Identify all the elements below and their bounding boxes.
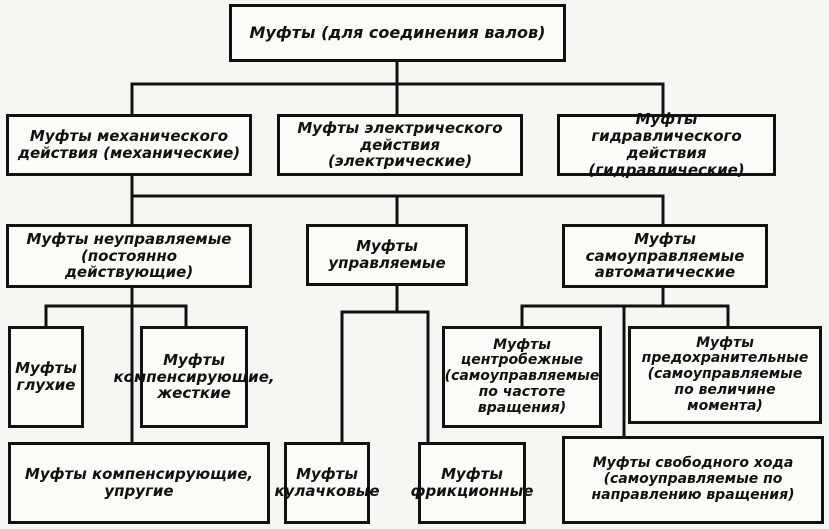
node-hydraulic: Муфты гидравлического действия (гидравли… (557, 111, 776, 178)
node-couplings: Муфты (для соединения валов) (229, 4, 566, 62)
node-centrifugal: Муфты центробежные (самоуправляемые по ч… (442, 326, 602, 428)
node-rigid: Муфты глухие (8, 326, 84, 428)
node-uncontrolled: Муфты неуправляемые (постоянно действующ… (6, 224, 252, 288)
node-compensating-rigid: Муфты компенсирующие, жесткие (113, 326, 275, 428)
node-freewheel: Муфты свободного хода (самоуправляемые п… (562, 436, 824, 524)
node-friction: Муфты фрикционные (411, 442, 533, 524)
node-compensating-elastic: Муфты компенсирующие, упругие (8, 442, 270, 524)
node-self-controlled: Муфты самоуправляемые автоматические (562, 224, 768, 288)
node-controlled: Муфты управляемые (306, 224, 468, 286)
node-cam: Муфты кулачковые (274, 442, 380, 524)
node-electrical: Муфты электрического действия (электриче… (277, 114, 523, 176)
node-mechanical: Муфты механического действия (механическ… (6, 114, 252, 176)
node-safety: Муфты предохранительные (самоуправляемые… (628, 326, 822, 424)
